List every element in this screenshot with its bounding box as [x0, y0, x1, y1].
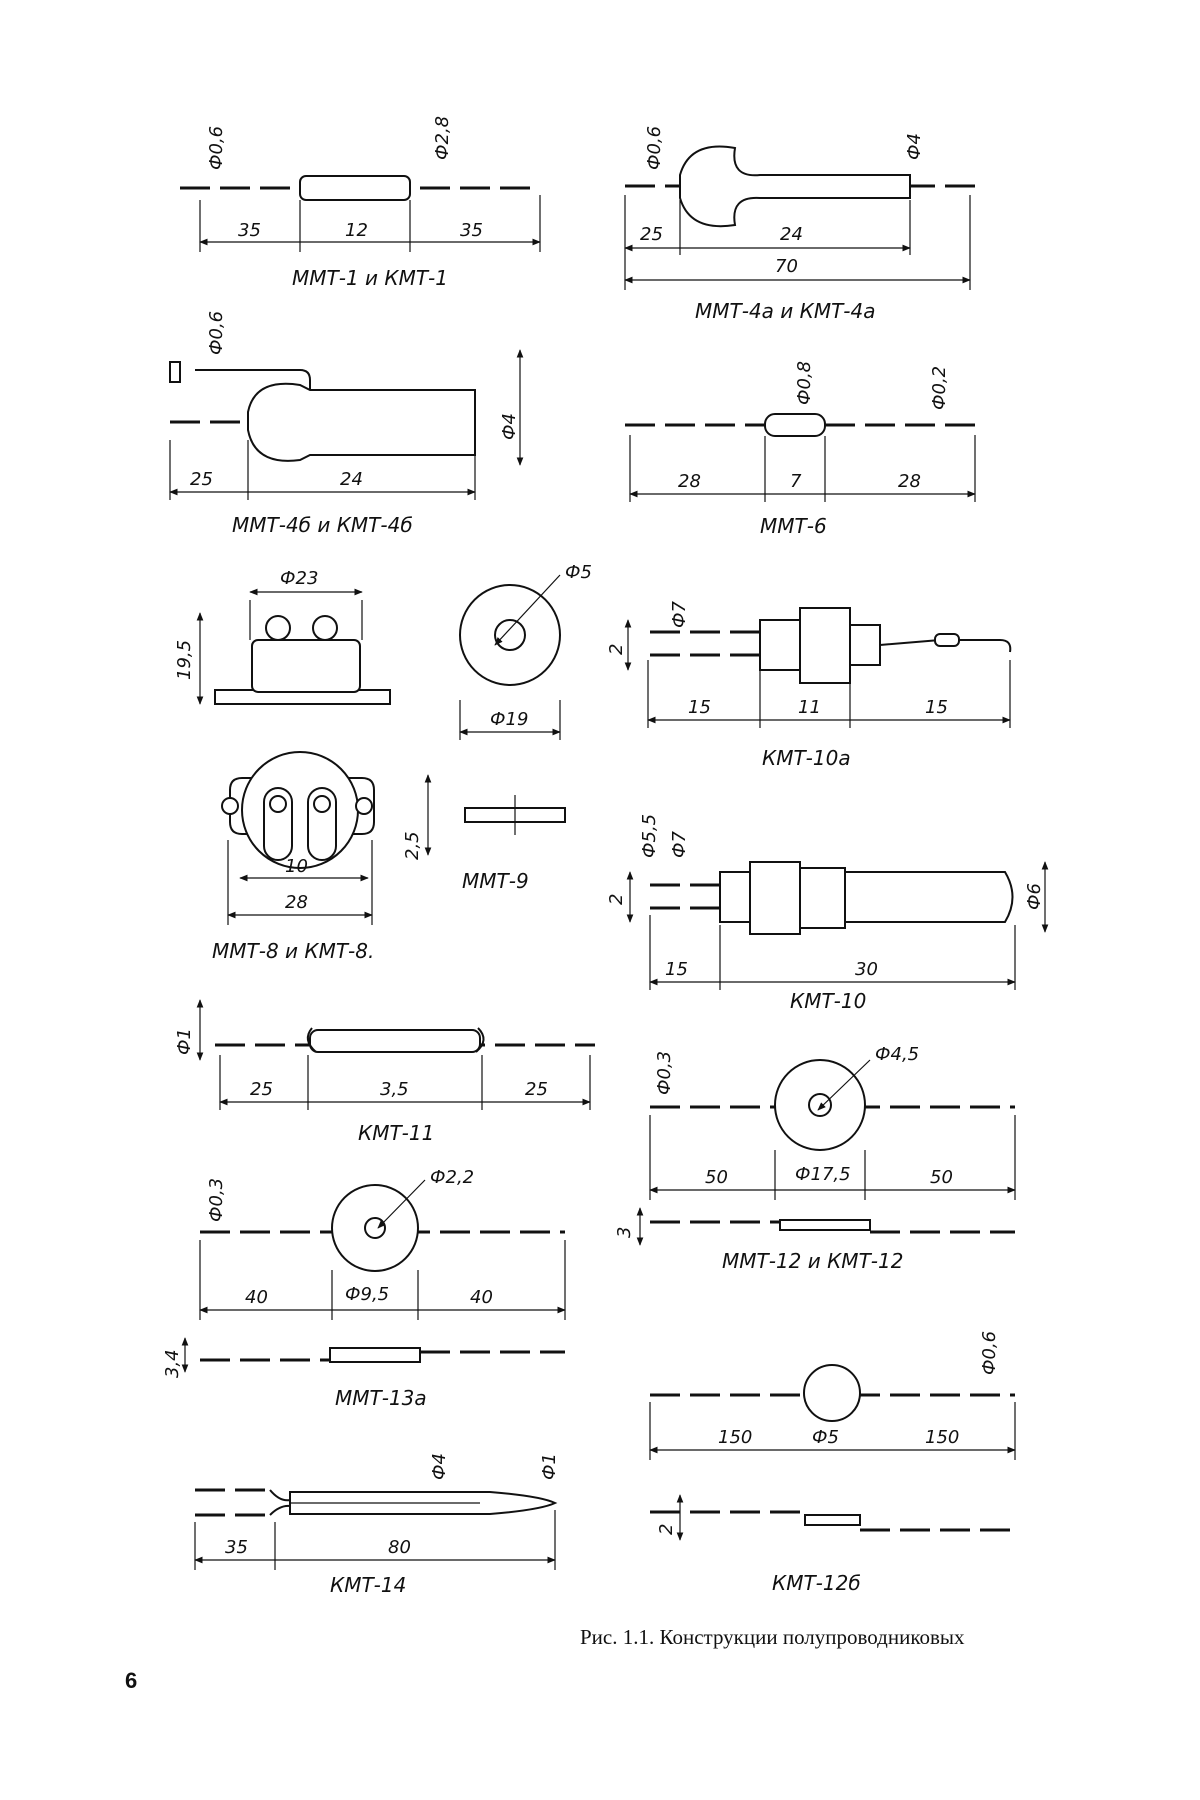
diam-kmt11-a: Ф1: [174, 1028, 195, 1055]
dim-mmt12-a: 50: [705, 1167, 728, 1188]
dim-mmt13a-d: 3,4: [162, 1349, 183, 1378]
diam-kmt12b-a: Ф0,6: [979, 1331, 1000, 1375]
dim-kmt12b-a: 150: [718, 1427, 752, 1448]
diam-kmt10-a: Ф5,5: [639, 814, 660, 858]
drawing-mmt6: 28 7 28 Ф0,8 Ф0,2 ММТ-6: [625, 361, 976, 538]
diam-mmt13a-b: Ф2,2: [430, 1167, 474, 1188]
diam-mmt4a-a: Ф0,6: [644, 126, 665, 170]
dim-mmt13a-b: Ф9,5: [345, 1284, 389, 1305]
dim-mmt8-b: 28: [285, 892, 308, 913]
label-mmt1: ММТ-1 и КМТ-1: [292, 266, 448, 290]
label-kmt14: КМТ-14: [330, 1573, 406, 1597]
dim-kmt12b-b: Ф5: [812, 1427, 839, 1448]
dim-kmt11-c: 25: [525, 1079, 548, 1100]
diam-mmt4b-a: Ф0,6: [206, 311, 227, 355]
label-kmt12b: КМТ-12б: [772, 1571, 861, 1595]
dim-mmt4b-b: 24: [340, 469, 363, 490]
diam-mmt6-b: Ф0,2: [929, 366, 950, 410]
dim-kmt10-b: 30: [855, 959, 878, 980]
dim-mmt6-c: 28: [898, 471, 921, 492]
drawing-mmt12: 50 Ф17,5 50 Ф0,3 Ф4,5 3 ММТ-12 и КМТ-12: [614, 1044, 1016, 1273]
dim-mmt9-e: 2,5: [402, 831, 423, 860]
drawing-kmt11: 25 3,5 25 Ф1 КМТ-11: [174, 999, 595, 1145]
dim-mmt12-d: 3: [614, 1227, 635, 1238]
dim-kmt12b-c: 150: [925, 1427, 959, 1448]
label-mmt12: ММТ-12 и КМТ-12: [722, 1249, 903, 1273]
drawing-kmt14: 35 80 Ф4 Ф1 КМТ-14: [194, 1453, 560, 1597]
diam-mmt12-b: Ф4,5: [875, 1044, 919, 1065]
drawing-mmt9: Ф23 19,5 Ф5 Ф19 2,5 ММТ-9: [174, 562, 592, 893]
diam-kmt14-a: Ф4: [429, 1453, 450, 1480]
diam-mmt4a-b: Ф4: [904, 133, 925, 160]
label-mmt4b: ММТ-4б и КМТ-4б: [232, 513, 413, 537]
dim-mmt9-b: 19,5: [174, 640, 195, 680]
dim-mmt1-a: 35: [238, 220, 261, 241]
dim-mmt6-a: 28: [678, 471, 701, 492]
figure-caption: Рис. 1.1. Конструкции полупроводниковых: [580, 1625, 965, 1649]
drawing-mmt4b: 25 24 Ф0,6 Ф4 ММТ-4б и КМТ-4б: [169, 311, 524, 537]
label-kmt10a: КМТ-10а: [762, 746, 851, 770]
label-mmt4a: ММТ-4а и КМТ-4а: [695, 299, 876, 323]
dim-mmt9-d: Ф19: [490, 709, 528, 730]
dim-kmt14-a: 35: [225, 1537, 248, 1558]
dim-mmt12-c: 50: [930, 1167, 953, 1188]
dim-mmt8-a: 10: [285, 856, 308, 877]
dim-kmt10a-d: 2: [606, 644, 627, 655]
dim-kmt10-c: 2: [606, 894, 627, 905]
dim-kmt10-a: 15: [665, 959, 688, 980]
label-mmt9: ММТ-9: [462, 869, 529, 893]
dim-kmt12b-d: 2: [656, 1524, 677, 1535]
diam-mmt1-b: Ф2,8: [432, 116, 453, 160]
dim-kmt11-b: 3,5: [380, 1079, 409, 1100]
diam-mmt1-a: Ф0,6: [206, 126, 227, 170]
label-mmt13a: ММТ-13а: [335, 1386, 427, 1410]
diam-mmt4b-b: Ф4: [499, 413, 520, 440]
dim-mmt1-b: 12: [345, 220, 368, 241]
dim-mmt6-b: 7: [790, 471, 802, 492]
diam-mmt12-a: Ф0,3: [654, 1051, 675, 1095]
dim-mmt4a-c: 70: [775, 256, 798, 277]
diam-mmt6-a: Ф0,8: [794, 361, 815, 405]
dim-mmt9-a: Ф23: [280, 568, 318, 589]
drawing-kmt10a: 15 11 15 2 Ф7 КМТ-10а: [606, 601, 1012, 770]
label-kmt10: КМТ-10: [790, 989, 866, 1013]
drawing-mmt4a: 25 24 70 Ф0,6 Ф4 ММТ-4а и КМТ-4а: [624, 126, 975, 323]
diam-kmt10-b: Ф7: [669, 831, 690, 858]
page-number: 6: [125, 1668, 138, 1693]
label-mmt6: ММТ-6: [760, 514, 827, 538]
dim-kmt10a-c: 15: [925, 697, 948, 718]
drawing-kmt12b: 150 Ф5 150 Ф0,6 2 КМТ-12б: [649, 1331, 1016, 1595]
diam-mmt13a-a: Ф0,3: [206, 1178, 227, 1222]
dim-mmt13a-a: 40: [245, 1287, 268, 1308]
diam-kmt10a-a: Ф7: [669, 601, 690, 628]
dim-mmt4a-b: 24: [780, 224, 803, 245]
label-mmt8: ММТ-8 и КМТ-8.: [212, 939, 374, 963]
dim-kmt10a-b: 11: [798, 697, 821, 718]
dim-mmt9-c: Ф5: [565, 562, 592, 583]
drawing-mmt8: 10 28 ММТ-8 и КМТ-8.: [212, 751, 375, 963]
dim-mmt4a-a: 25: [640, 224, 663, 245]
diam-kmt10-c: Ф6: [1024, 883, 1045, 910]
dim-kmt10a-a: 15: [688, 697, 711, 718]
drawing-kmt10: 15 30 2 Ф5,5 Ф7 Ф6 КМТ-10: [606, 814, 1049, 1013]
dim-mmt4b-a: 25: [190, 469, 213, 490]
dim-kmt14-b: 80: [388, 1537, 411, 1558]
diam-kmt14-b: Ф1: [539, 1453, 560, 1480]
drawing-mmt1: 35 12 35 Ф0,6 Ф2,8 ММТ-1 и КМТ-1: [180, 116, 541, 290]
drawing-mmt13a: 40 Ф9,5 40 Ф0,3 Ф2,2 3,4 ММТ-13а: [162, 1167, 566, 1410]
dim-mmt13a-c: 40: [470, 1287, 493, 1308]
label-kmt11: КМТ-11: [358, 1121, 434, 1145]
dim-kmt11-a: 25: [250, 1079, 273, 1100]
dim-mmt1-c: 35: [460, 220, 483, 241]
dim-mmt12-b: Ф17,5: [795, 1164, 851, 1185]
